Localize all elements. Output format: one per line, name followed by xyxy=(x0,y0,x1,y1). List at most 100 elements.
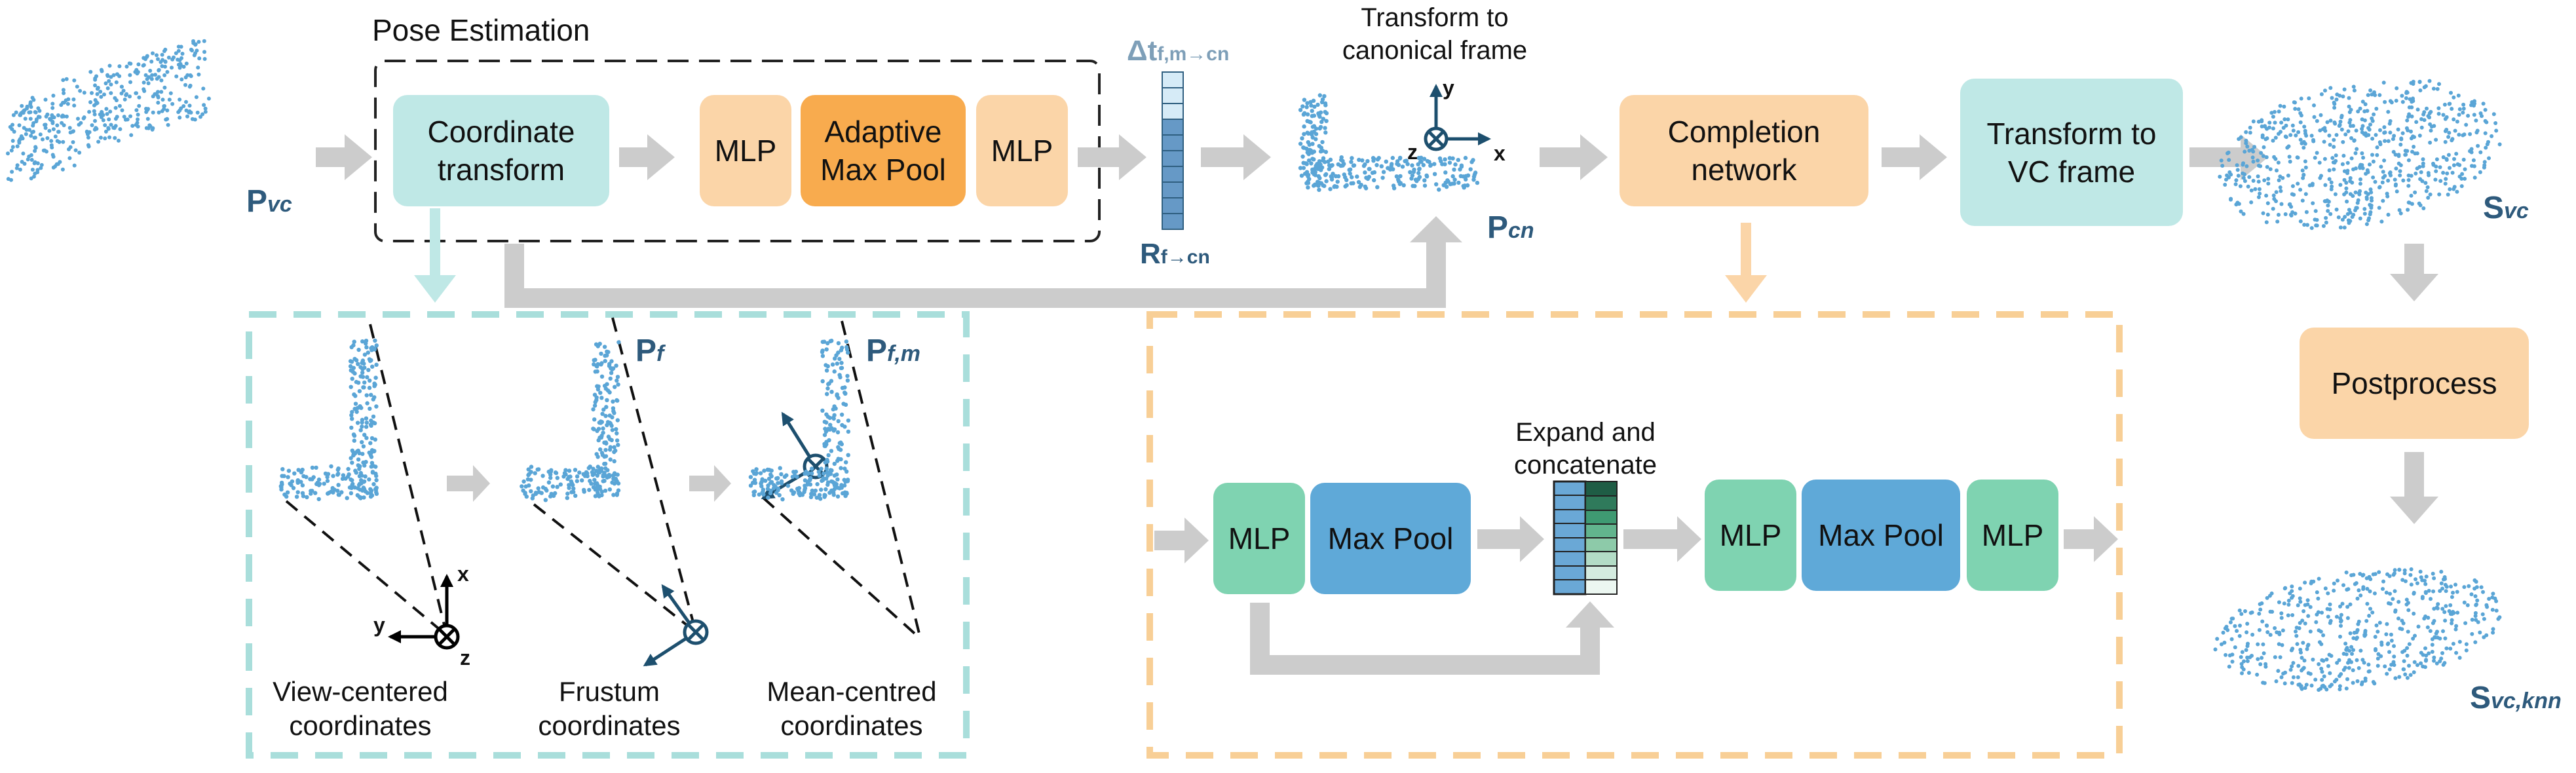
final-cloud-point xyxy=(2233,645,2237,650)
mean-cloud-point xyxy=(822,339,827,344)
input-cloud-point xyxy=(179,106,183,111)
canonical-cloud-point xyxy=(1473,170,1478,175)
output-cloud-point xyxy=(2362,207,2367,211)
view-cloud-point xyxy=(358,374,363,379)
final-cloud-point xyxy=(2257,611,2262,616)
final-cloud-point xyxy=(2308,605,2313,609)
p-f-label: Pf xyxy=(635,333,664,368)
canonical-cloud-point xyxy=(1336,162,1341,167)
input-cloud-point xyxy=(51,127,56,132)
output-cloud-point xyxy=(2234,202,2239,207)
canonical-cloud-point xyxy=(1409,176,1414,181)
mean-cloud-point xyxy=(824,363,828,368)
input-cloud-point xyxy=(82,115,86,120)
final-cloud-point xyxy=(2423,665,2427,669)
final-cloud-point xyxy=(2282,681,2287,686)
output-cloud-point xyxy=(2320,127,2325,132)
output-cloud-point xyxy=(2400,100,2405,104)
view-cloud-point xyxy=(374,404,379,409)
input-cloud-point xyxy=(184,108,189,113)
canonical-cloud-point xyxy=(1320,140,1325,145)
output-cloud-point xyxy=(2286,117,2290,122)
output-cloud-point xyxy=(2322,140,2326,144)
output-cloud-point xyxy=(2225,173,2229,178)
output-cloud-point xyxy=(2287,155,2292,159)
input-cloud-point xyxy=(58,160,62,164)
view-cloud-point xyxy=(357,495,362,499)
final-cloud-point xyxy=(2336,578,2339,583)
view-cloud-point xyxy=(314,481,319,487)
input-cloud-point xyxy=(185,73,190,77)
mean-cloud-point xyxy=(817,473,822,478)
mean-cloud-point xyxy=(780,497,785,502)
mean-cloud-point xyxy=(786,483,791,488)
final-cloud-point xyxy=(2238,624,2242,628)
output-cloud-point xyxy=(2398,169,2402,174)
frustum-cloud-point xyxy=(569,479,573,483)
final-cloud-point xyxy=(2349,645,2353,649)
mean-cloud-point xyxy=(823,460,827,464)
output-cloud-point xyxy=(2311,139,2316,143)
final-cloud-point xyxy=(2235,629,2239,633)
view-cloud-point xyxy=(368,422,373,427)
final-cloud-point xyxy=(2440,607,2445,611)
final-cloud-point xyxy=(2269,591,2274,595)
input-cloud-point xyxy=(98,90,103,94)
input-cloud-point xyxy=(35,170,40,174)
arrow-completion-skip xyxy=(1250,601,1614,675)
final-cloud-point xyxy=(2228,620,2233,624)
view-cloud-point xyxy=(291,485,296,491)
canonical-cloud-point xyxy=(1424,174,1430,179)
final-cloud-point xyxy=(2392,654,2396,659)
final-cloud-point xyxy=(2321,633,2326,637)
output-cloud-point xyxy=(2459,184,2464,189)
frustum-cloud-point xyxy=(608,457,613,462)
canonical-cloud-point xyxy=(1437,187,1441,192)
mean-cloud-point xyxy=(846,350,850,355)
output-cloud-point xyxy=(2259,151,2263,155)
output-cloud-point xyxy=(2421,164,2425,168)
input-cloud-point xyxy=(107,117,111,122)
canonical-cloud-point xyxy=(1310,157,1315,161)
canonical-cloud-point xyxy=(1458,174,1463,178)
output-cloud-point xyxy=(2334,159,2338,163)
mean-cloud-point xyxy=(766,495,770,500)
frustum-cloud-point xyxy=(602,478,607,483)
mean-cloud-point xyxy=(824,476,829,481)
output-cloud-point xyxy=(2345,199,2349,204)
final-cloud-point xyxy=(2265,624,2269,628)
input-cloud-point xyxy=(109,91,113,96)
canonical-cloud-point xyxy=(1428,163,1433,168)
output-cloud-point xyxy=(2302,124,2307,129)
view-cloud-point xyxy=(368,406,372,411)
output-cloud-point xyxy=(2404,91,2409,95)
frustum-cloud-point xyxy=(535,467,540,472)
input-cloud-point xyxy=(156,57,160,62)
input-cloud-point xyxy=(160,52,164,57)
final-cloud-point xyxy=(2464,648,2469,652)
output-cloud-point xyxy=(2344,186,2349,191)
final-cloud-point xyxy=(2491,627,2495,632)
output-cloud-point xyxy=(2343,215,2347,219)
final-cloud-point xyxy=(2273,655,2277,660)
final-cloud-point xyxy=(2415,581,2419,586)
frustum-axes xyxy=(643,584,709,667)
view-cloud-point xyxy=(336,483,341,487)
input-cloud-point xyxy=(82,90,86,95)
final-cloud-point xyxy=(2273,626,2277,630)
final-cloud-point xyxy=(2328,607,2332,612)
input-cloud-point xyxy=(30,130,35,134)
frustum-cloud-point xyxy=(604,405,609,409)
output-cloud-point xyxy=(2374,107,2379,111)
final-cloud-point xyxy=(2385,671,2389,676)
final-cloud-point xyxy=(2442,610,2447,614)
canonical-cloud-point xyxy=(1395,161,1399,166)
view-cloud-point xyxy=(351,343,356,348)
input-cloud-point xyxy=(11,113,16,117)
input-cloud-point xyxy=(115,115,119,119)
input-cloud-point xyxy=(28,102,33,107)
final-cloud-point xyxy=(2350,652,2354,656)
input-cloud-point xyxy=(147,75,151,79)
canonical-cloud-point xyxy=(1412,167,1416,172)
output-cloud-point xyxy=(2448,187,2452,191)
